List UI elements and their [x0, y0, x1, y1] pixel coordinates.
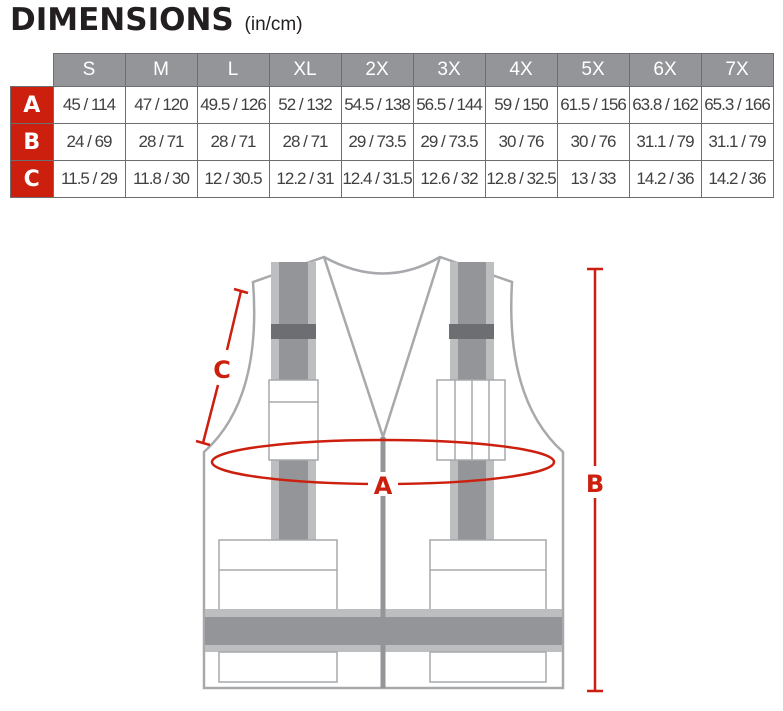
vest-illustration — [202, 255, 565, 690]
size-header-5x: 5X — [556, 53, 630, 87]
size-header-m: M — [124, 53, 198, 87]
table-cell: 12 / 30.5 — [196, 160, 270, 198]
table-cell: 47 / 120 — [124, 86, 198, 124]
table-cell: 54.5 / 138 — [340, 86, 414, 124]
measure-b — [587, 267, 603, 693]
table-cell: 49.5 / 126 — [196, 86, 270, 124]
table-cell: 52 / 132 — [268, 86, 342, 124]
label-b: B — [586, 470, 604, 498]
size-header-xl: XL — [268, 53, 342, 87]
size-header-6x: 6X — [628, 53, 702, 87]
table-cell: 11.5 / 29 — [52, 160, 126, 198]
size-header-7x: 7X — [700, 53, 774, 87]
size-header-l: L — [196, 53, 270, 87]
table-cell: 12.4 / 31.5 — [340, 160, 414, 198]
table-cell: 31.1 / 79 — [700, 123, 774, 161]
right-tab — [449, 324, 494, 339]
table-cell: 56.5 / 144 — [412, 86, 486, 124]
table-cell: 28 / 71 — [124, 123, 198, 161]
corner-cell — [10, 53, 53, 87]
table-cell: 13 / 33 — [556, 160, 630, 198]
table-cell: 28 / 71 — [268, 123, 342, 161]
measure-c — [195, 287, 249, 447]
table-cell: 28 / 71 — [196, 123, 270, 161]
table-cell: 65.3 / 166 — [700, 86, 774, 124]
table-cell: 63.8 / 162 — [628, 86, 702, 124]
table-cell: 11.8 / 30 — [124, 160, 198, 198]
size-header-2x: 2X — [340, 53, 414, 87]
table-cell: 29 / 73.5 — [340, 123, 414, 161]
table-cell: 31.1 / 79 — [628, 123, 702, 161]
label-c: C — [213, 356, 231, 384]
table-cell: 45 / 114 — [52, 86, 126, 124]
table-cell: 14.2 / 36 — [628, 160, 702, 198]
table-cell: 12.2 / 31 — [268, 160, 342, 198]
size-header-3x: 3X — [412, 53, 486, 87]
row-label: C — [10, 160, 54, 198]
row-label: A — [10, 86, 54, 124]
table-cell: 30 / 76 — [484, 123, 558, 161]
left-tab — [271, 324, 316, 339]
table-cell: 14.2 / 36 — [700, 160, 774, 198]
table-cell: 12.6 / 32 — [412, 160, 486, 198]
page-title: DIMENSIONS (in/cm) — [10, 2, 303, 38]
label-a: A — [374, 472, 393, 500]
table-cell: 24 / 69 — [52, 123, 126, 161]
title-text: DIMENSIONS — [10, 2, 234, 38]
unit-label: (in/cm) — [244, 14, 303, 35]
